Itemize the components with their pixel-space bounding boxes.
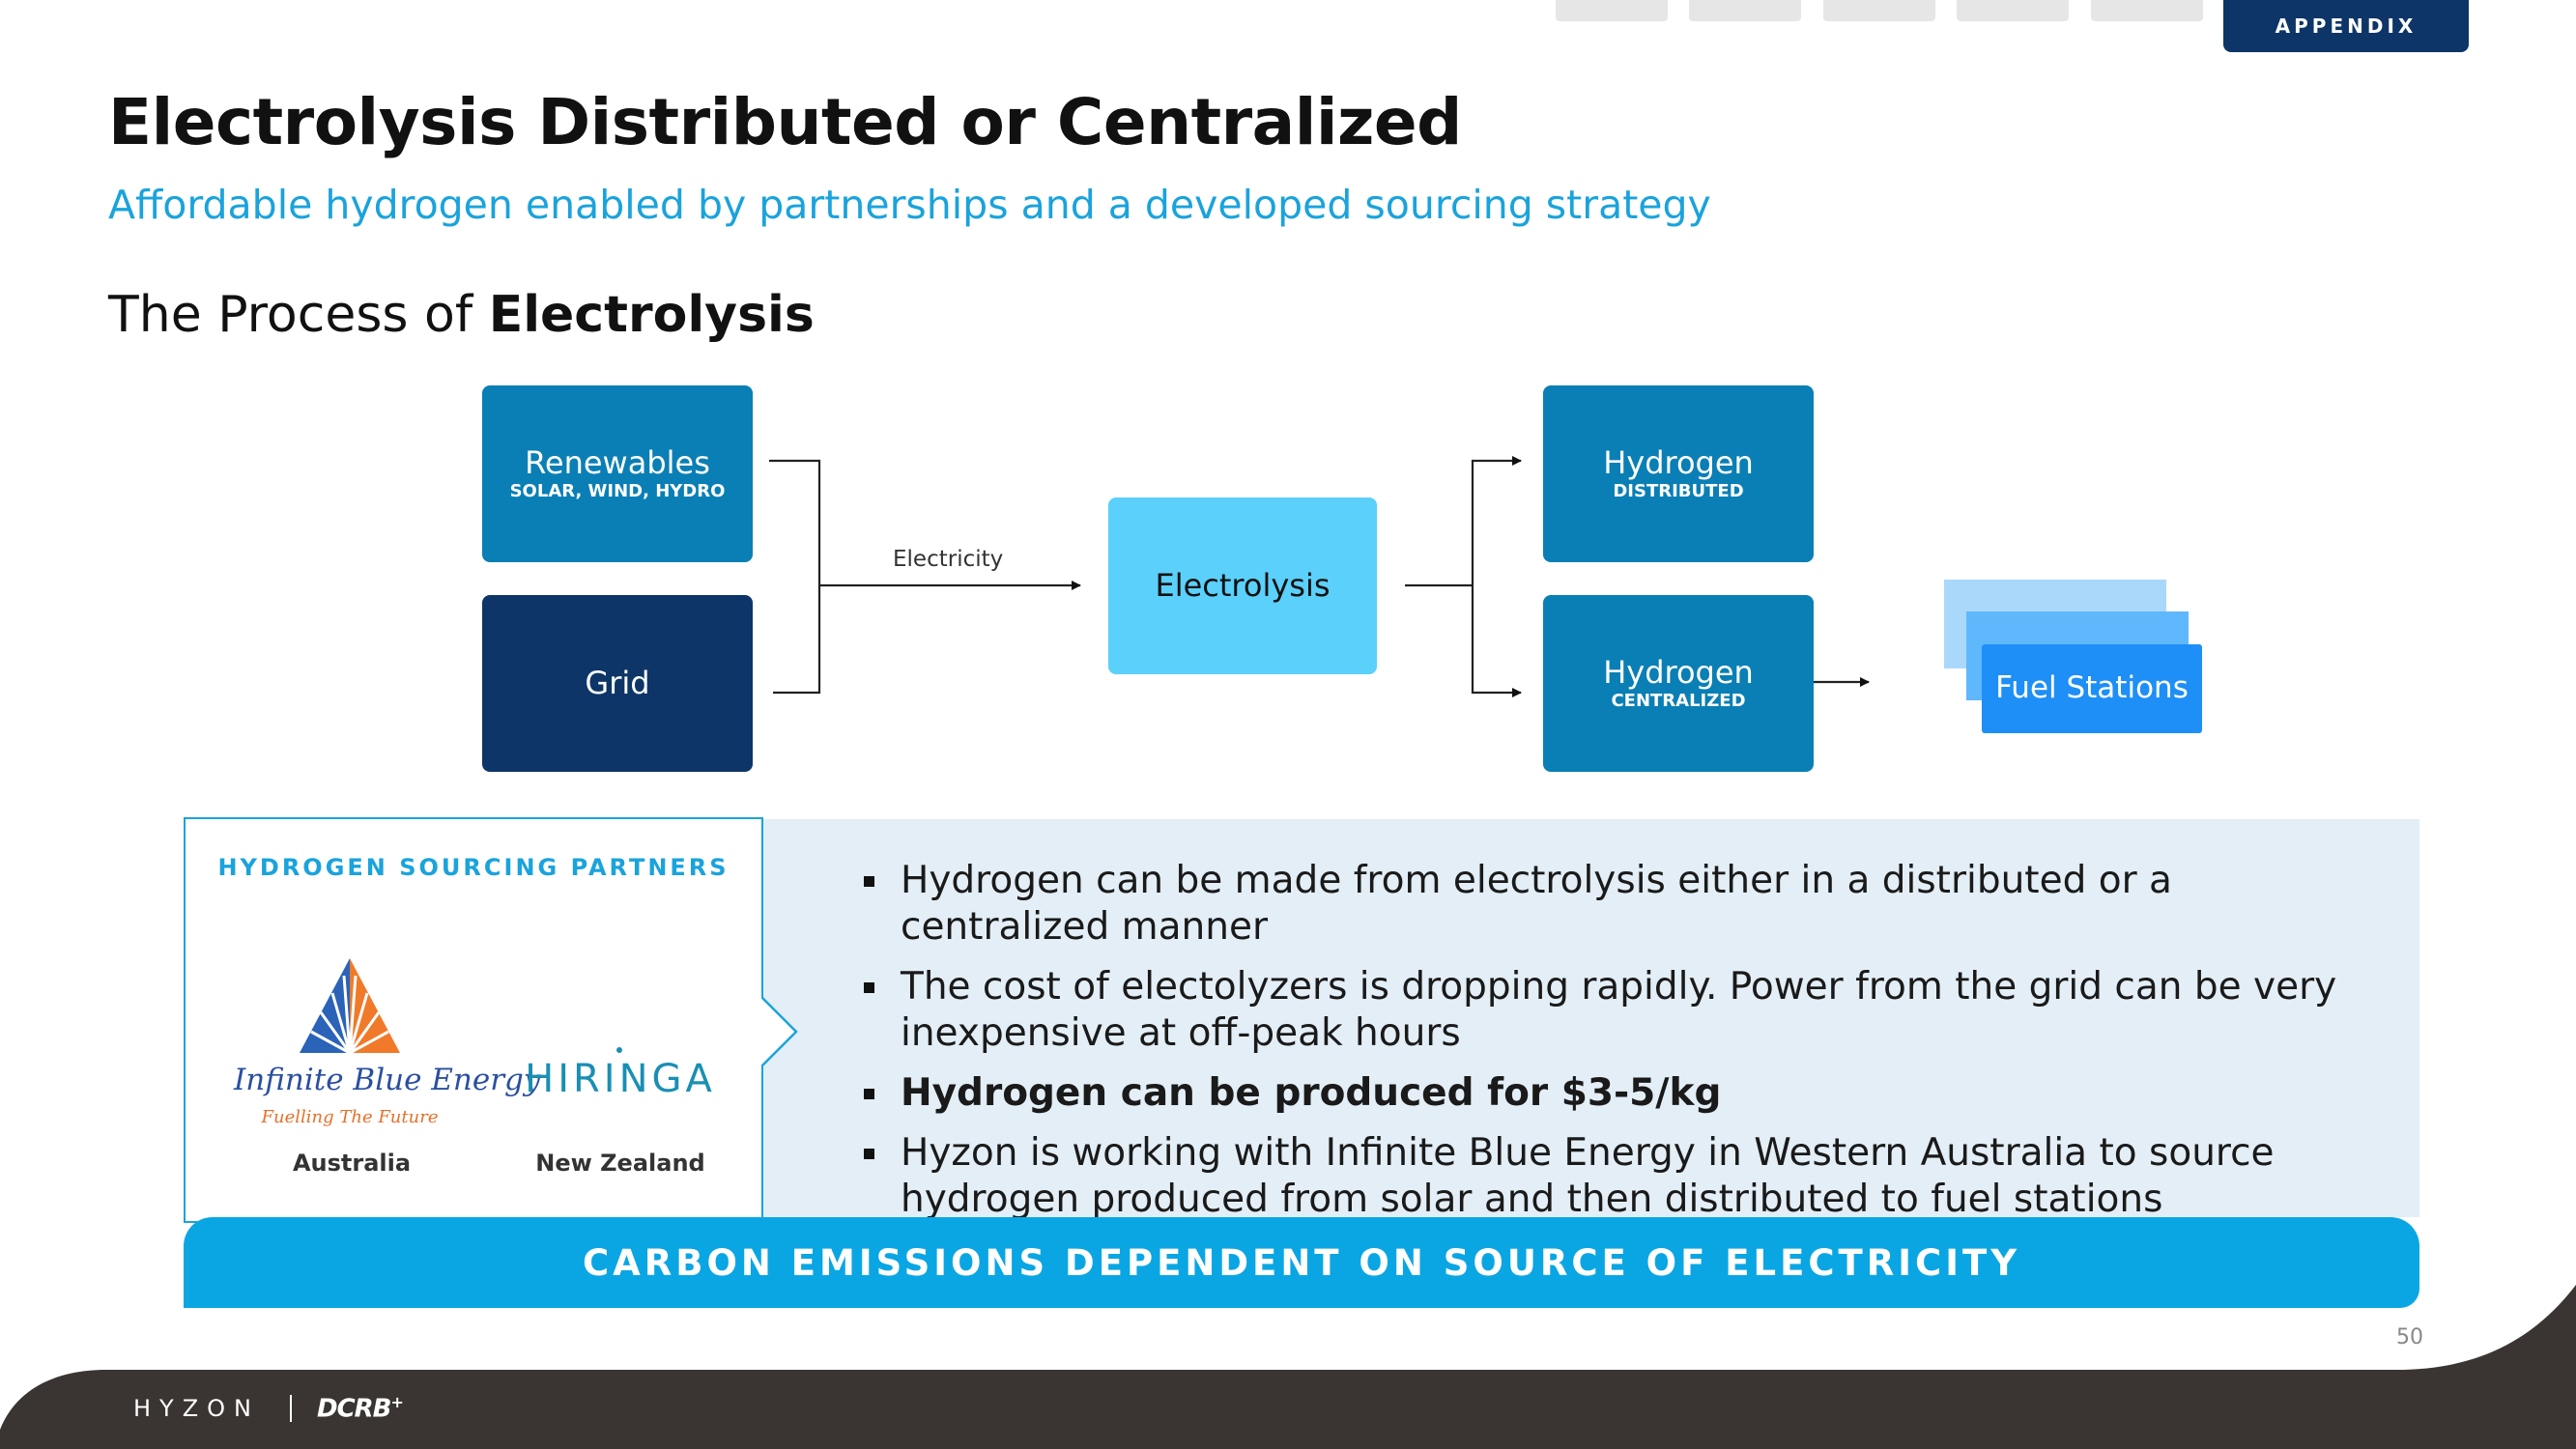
bullet-text: Hydrogen can be produced for $3-5/kg — [901, 1071, 1722, 1115]
bullet-item: The cost of electolyzers is dropping rap… — [864, 964, 2377, 1057]
arrow-to-centralized — [1471, 585, 1522, 697]
page-number: 50 — [2396, 1325, 2423, 1350]
connector-grid — [773, 585, 821, 695]
appendix-tab[interactable]: APPENDIX — [2223, 0, 2469, 52]
bullet-text: The cost of electolyzers is dropping rap… — [901, 965, 2337, 1055]
hydrogen-centralized-title: Hydrogen — [1603, 654, 1754, 692]
hydrogen-centralized-sub: CENTRALIZED — [1611, 691, 1746, 712]
footer-divider — [290, 1395, 292, 1422]
bullet-marker — [864, 1149, 874, 1159]
renewables-box: Renewables SOLAR, WIND, HYDRO — [482, 385, 753, 562]
hydrogen-distributed-sub: DISTRIBUTED — [1613, 481, 1744, 502]
dcrb-logo: DCRB+ — [317, 1393, 404, 1424]
slide-title: Electrolysis Distributed or Centralized — [108, 85, 1462, 159]
renewables-sub: SOLAR, WIND, HYDRO — [509, 481, 726, 502]
carbon-emissions-banner: CARBON EMISSIONS DEPENDENT ON SOURCE OF … — [184, 1217, 2419, 1308]
bullet-marker — [864, 876, 874, 887]
infinite-blue-energy-wordmark: Infinite Blue Energy — [234, 1063, 541, 1097]
electricity-label: Electricity — [893, 547, 1004, 572]
partners-pointer — [761, 996, 798, 1067]
dcrb-logo-plus: + — [390, 1393, 404, 1411]
hiringa-logo-dot — [616, 1047, 622, 1053]
bullet-text: Hydrogen can be made from electrolysis e… — [901, 859, 2172, 949]
nav-tab-3[interactable] — [1823, 0, 1935, 21]
hyzon-logo: HYZON — [133, 1395, 260, 1422]
bullet-text: Hyzon is working with Infinite Blue Ener… — [901, 1131, 2275, 1221]
nav-tab-2[interactable] — [1689, 0, 1801, 21]
section-heading-prefix: The Process of — [108, 286, 489, 344]
fuel-stations-box: Fuel Stations — [1982, 644, 2202, 733]
connector-renewables — [769, 459, 821, 585]
bullet-marker — [864, 1089, 874, 1099]
section-heading-bold: Electrolysis — [488, 286, 815, 344]
arrow-to-distributed — [1471, 456, 1522, 585]
partner-country-new-zealand: New Zealand — [535, 1150, 705, 1177]
nav-tab-5[interactable] — [2091, 0, 2203, 21]
hydrogen-centralized-box: Hydrogen CENTRALIZED — [1543, 595, 1814, 772]
bullet-item-highlight: Hydrogen can be produced for $3-5/kg — [864, 1070, 2377, 1117]
electrolysis-box: Electrolysis — [1108, 497, 1377, 674]
nav-tab-1[interactable] — [1556, 0, 1668, 21]
electrolysis-title: Electrolysis — [1155, 567, 1331, 605]
info-panel — [763, 819, 2419, 1217]
nav-tab-4[interactable] — [1957, 0, 2069, 21]
dcrb-logo-text: DCRB — [317, 1394, 392, 1424]
renewables-title: Renewables — [525, 444, 710, 482]
slide-subtitle: Affordable hydrogen enabled by partnersh… — [108, 182, 1711, 228]
footer-bar — [0, 1285, 2576, 1449]
hydrogen-distributed-box: Hydrogen DISTRIBUTED — [1543, 385, 1814, 562]
infinite-blue-energy-tagline: Fuelling The Future — [261, 1107, 439, 1127]
fuel-stations-title: Fuel Stations — [1995, 670, 2189, 706]
bullet-list: Hydrogen can be made from electrolysis e… — [864, 858, 2377, 1236]
hydrogen-distributed-title: Hydrogen — [1603, 444, 1754, 482]
partners-heading: HYDROGEN SOURCING PARTNERS — [217, 854, 730, 881]
infinite-blue-energy-logo — [300, 958, 400, 1055]
grid-box: Grid — [482, 595, 753, 772]
hiringa-logo: HIRINGA — [525, 1057, 716, 1101]
partners-panel: HYDROGEN SOURCING PARTNERS Infinite Blue… — [184, 817, 763, 1223]
bullet-marker — [864, 982, 874, 993]
diagram-connectors — [769, 456, 1870, 697]
grid-title: Grid — [585, 665, 650, 702]
partner-country-australia: Australia — [292, 1150, 412, 1177]
bullet-item: Hydrogen can be made from electrolysis e… — [864, 858, 2377, 951]
section-heading: The Process of Electrolysis — [108, 286, 815, 344]
bullet-item: Hyzon is working with Infinite Blue Ener… — [864, 1130, 2377, 1223]
